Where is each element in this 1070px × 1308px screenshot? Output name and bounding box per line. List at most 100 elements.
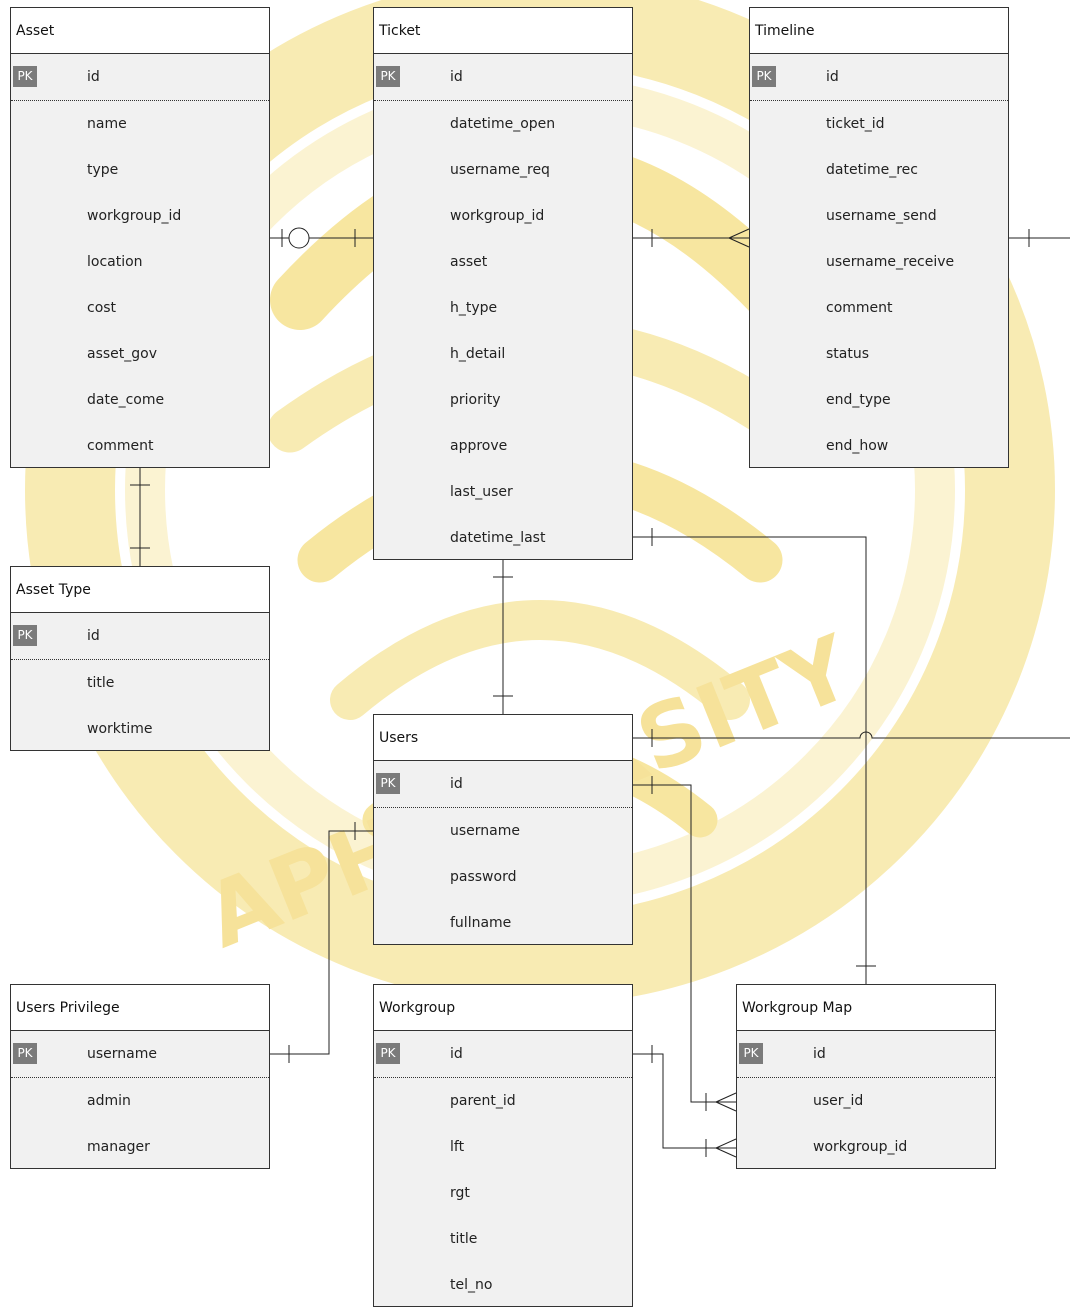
field-name: worktime — [87, 721, 153, 737]
field-row: worktime — [11, 706, 269, 752]
field-name: username_receive — [826, 254, 955, 270]
field-name: workgroup_id — [813, 1139, 908, 1155]
field-row: rgt — [374, 1170, 632, 1216]
field-row: last_user — [374, 469, 632, 515]
field-row: title — [11, 660, 269, 706]
entity-title: Users Privilege — [11, 985, 269, 1031]
rel-ticket-workgroupmap — [633, 536, 867, 984]
field-name: id — [87, 69, 100, 85]
pk-badge: PK — [752, 66, 776, 87]
field-name: h_detail — [450, 346, 506, 362]
field-row: title — [374, 1216, 632, 1262]
field-name: title — [450, 1231, 478, 1247]
field-row: date_come — [11, 377, 269, 423]
field-name: date_come — [87, 392, 165, 408]
field-name: workgroup_id — [87, 208, 182, 224]
field-row: h_type — [374, 285, 632, 331]
rel-asset-ticket-optional-circle — [288, 227, 310, 249]
field-name: lft — [450, 1139, 465, 1155]
field-row: lft — [374, 1124, 632, 1170]
field-row: parent_id — [374, 1078, 632, 1124]
field-row: username_receive — [750, 239, 1008, 285]
field-row: workgroup_id — [11, 193, 269, 239]
field-row: password — [374, 854, 632, 900]
field-name: name — [87, 116, 127, 132]
entity-title: Ticket — [374, 8, 632, 54]
rel-ticket-timeline-crowfoot — [728, 228, 750, 248]
field-row: comment — [11, 423, 269, 469]
field-row: username — [374, 808, 632, 854]
field-name: type — [87, 162, 119, 178]
field-name: workgroup_id — [450, 208, 545, 224]
field-row: asset_gov — [11, 331, 269, 377]
field-row: tel_no — [374, 1262, 632, 1308]
rel-workgroup-workgroupmap — [633, 1053, 736, 1149]
pk-badge: PK — [13, 625, 37, 646]
entity-title: Workgroup — [374, 985, 632, 1031]
field-name: priority — [450, 392, 501, 408]
field-name: parent_id — [450, 1093, 516, 1109]
field-row: location — [11, 239, 269, 285]
field-name: title — [87, 675, 115, 691]
field-name: id — [826, 69, 839, 85]
field-row: ticket_id — [750, 101, 1008, 147]
field-row: manager — [11, 1124, 269, 1170]
field-name: admin — [87, 1093, 131, 1109]
field-name: password — [450, 869, 517, 885]
field-row: type — [11, 147, 269, 193]
field-row: workgroup_id — [737, 1124, 995, 1170]
field-row: admin — [11, 1078, 269, 1124]
field-row: username_send — [750, 193, 1008, 239]
field-name: datetime_open — [450, 116, 556, 132]
pk-badge: PK — [376, 1043, 400, 1064]
field-name: end_how — [826, 438, 889, 454]
field-name: username_send — [826, 208, 937, 224]
field-name: cost — [87, 300, 117, 316]
field-name: manager — [87, 1139, 150, 1155]
rel-users-workgroupmap-crowfoot — [715, 1092, 737, 1112]
pk-badge: PK — [376, 66, 400, 87]
field-name: id — [450, 1046, 463, 1062]
entity-title: Timeline — [750, 8, 1008, 54]
field-row: approve — [374, 423, 632, 469]
field-name: id — [450, 69, 463, 85]
field-row: status — [750, 331, 1008, 377]
entity-title: Workgroup Map — [737, 985, 995, 1031]
field-name: username_req — [450, 162, 550, 178]
field-row: h_detail — [374, 331, 632, 377]
field-name: approve — [450, 438, 508, 454]
field-name: h_type — [450, 300, 498, 316]
entity-title: Asset Type — [11, 567, 269, 613]
primary-key-row: PK id — [11, 54, 269, 101]
field-name: fullname — [450, 915, 512, 931]
rel-users-offpage — [633, 731, 1070, 739]
field-row: username_req — [374, 147, 632, 193]
primary-key-row: PK id — [374, 1031, 632, 1078]
field-name: asset_gov — [87, 346, 158, 362]
field-name: end_type — [826, 392, 891, 408]
field-row: comment — [750, 285, 1008, 331]
field-name: comment — [826, 300, 893, 316]
field-name: ticket_id — [826, 116, 885, 132]
primary-key-row: PK id — [750, 54, 1008, 101]
field-name: tel_no — [450, 1277, 493, 1293]
field-name: comment — [87, 438, 154, 454]
field-row: cost — [11, 285, 269, 331]
pk-badge: PK — [13, 66, 37, 87]
field-name: username — [87, 1046, 157, 1062]
field-name: status — [826, 346, 870, 362]
field-row: datetime_open — [374, 101, 632, 147]
